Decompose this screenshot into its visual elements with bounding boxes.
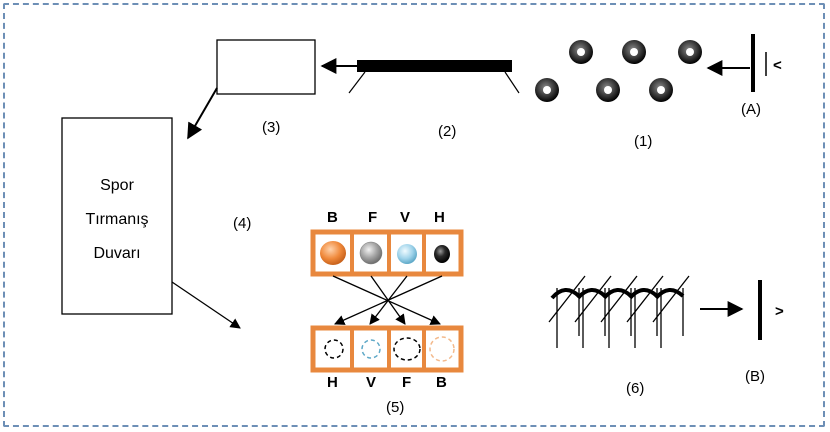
hurdle-icon [574, 275, 612, 348]
hurdle-icon [652, 275, 690, 348]
bottom-letter-v: V [366, 374, 376, 391]
point-b-label: (B) [745, 368, 765, 385]
step-3-box [216, 39, 316, 95]
black-ball-icon [434, 245, 450, 263]
hurdle-icon [600, 275, 638, 348]
ring-icon [569, 40, 593, 64]
ring-icon [535, 78, 559, 102]
hurdle-icon [548, 275, 586, 348]
gray-ball-icon [359, 241, 383, 265]
rings-group [535, 40, 702, 102]
platform-bar [348, 60, 520, 94]
light-blue-ball-icon [397, 244, 417, 264]
hurdle-icon [626, 275, 664, 348]
step-1-label: (1) [634, 133, 652, 150]
top-letter-h: H [434, 209, 445, 226]
top-letter-v: V [400, 209, 410, 226]
wall-text-line-1: Spor [100, 177, 134, 194]
arrow-box-to-wall [187, 87, 218, 140]
top-letter-f: F [368, 209, 377, 226]
diagram-frame [3, 3, 825, 427]
step-5-label: (5) [386, 399, 404, 416]
step-4-label: (4) [233, 215, 251, 232]
hurdles-group [548, 275, 690, 348]
swap-arrows [332, 275, 443, 325]
ring-icon [622, 40, 646, 64]
point-a-plate [751, 34, 767, 92]
bottom-slot-row [310, 325, 464, 373]
empty-slot-b-icon [429, 336, 455, 362]
orange-ball-icon [320, 241, 346, 265]
wall-text-line-2: Tırmanış [85, 211, 149, 228]
bottom-letter-b: B [436, 374, 447, 391]
empty-slot-f-icon [393, 337, 421, 361]
step-6-label: (6) [626, 380, 644, 397]
top-letter-b: B [327, 209, 338, 226]
bottom-letter-f: F [402, 374, 411, 391]
arrow-wall-to-swap [171, 281, 241, 329]
empty-slot-h-icon [324, 339, 344, 359]
step-2-label: (2) [438, 123, 456, 140]
climbing-wall-box [61, 117, 173, 315]
ring-icon [678, 40, 702, 64]
wall-text-line-3: Duvarı [93, 245, 141, 262]
point-a-label: (A) [741, 101, 761, 118]
step-3-label: (3) [262, 119, 280, 136]
bottom-letter-h: H [327, 374, 338, 391]
top-ball-row [310, 229, 464, 277]
ring-icon [596, 78, 620, 102]
ring-icon [649, 78, 673, 102]
empty-slot-v-icon [361, 339, 381, 359]
point-b-symbol: > [775, 303, 784, 320]
point-a-symbol: < [773, 57, 782, 74]
